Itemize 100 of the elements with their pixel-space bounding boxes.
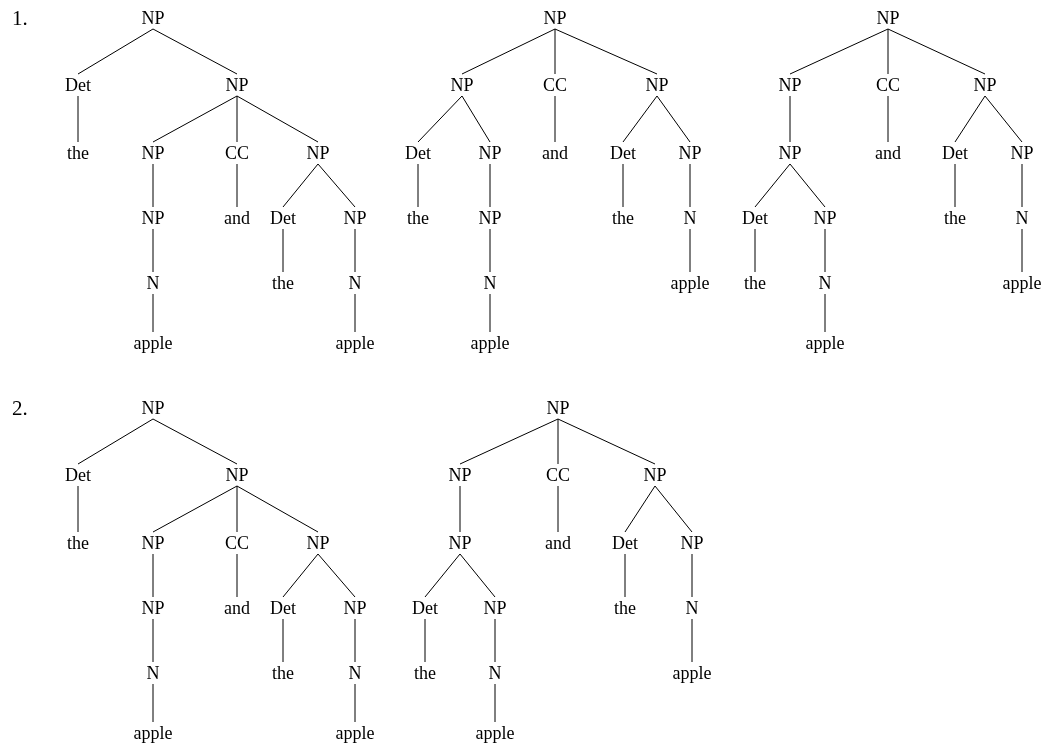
tree-node-label: CC (224, 533, 250, 553)
tree-branch-line (282, 553, 319, 598)
tree-branch-line (282, 163, 319, 208)
tree-branch-line (282, 618, 284, 663)
tree-branch-line (317, 553, 356, 598)
tree-branch-line (1021, 228, 1023, 273)
tree-branch-line (152, 683, 154, 723)
tree-node-label: NP (140, 398, 166, 418)
tree-node-label: CC (542, 75, 568, 95)
tree-node-label: N (1014, 208, 1030, 228)
tree-node-label: NP (1009, 143, 1035, 163)
tree-branch-line (354, 618, 356, 663)
tree-branch-line (282, 228, 284, 273)
tree-branch-line (236, 163, 238, 208)
tree-branch-line (152, 293, 154, 333)
tree-node-label: NP (875, 8, 901, 28)
tree-node-label: Det (64, 75, 92, 95)
tree-branch-line (489, 163, 491, 208)
tree-branch-line (152, 95, 238, 143)
tree-node-label: NP (679, 533, 705, 553)
tree-branch-line (554, 28, 556, 75)
tree-branch-line (789, 163, 826, 208)
tree-node-label: NP (342, 208, 368, 228)
tree-branch-line (554, 95, 556, 143)
tree-branch-line (236, 485, 319, 533)
tree-node-label: Det (404, 143, 432, 163)
tree-branch-line (954, 163, 956, 208)
tree-node-label: NP (477, 208, 503, 228)
tree-node-label: apple (671, 663, 713, 683)
tree-node-label: apple (1001, 273, 1043, 293)
tree-node-label: NP (305, 143, 331, 163)
tree-node-label: Det (269, 598, 297, 618)
tree-branch-line (152, 28, 238, 75)
tree-node-label: NP (482, 598, 508, 618)
tree-node-label: NP (677, 143, 703, 163)
tree-branch-line (489, 293, 491, 333)
tree-node-label: NP (447, 465, 473, 485)
tree-branch-line (984, 95, 1023, 143)
tree-node-label: NP (140, 8, 166, 28)
tree-branch-line (754, 228, 756, 273)
tree-node-label: and (223, 598, 251, 618)
tree-node-label: CC (224, 143, 250, 163)
tree-branch-line (459, 485, 461, 533)
tree-branch-line (887, 28, 986, 75)
tree-node-label: CC (875, 75, 901, 95)
tree-node-label: NP (644, 75, 670, 95)
tree-branch-line (77, 95, 79, 143)
tree-branch-line (354, 293, 356, 333)
example-number: 1. (12, 6, 28, 30)
tree-node-label: NP (642, 465, 668, 485)
tree-node-label: NP (447, 533, 473, 553)
tree-branch-line (887, 95, 889, 143)
tree-branch-line (824, 293, 826, 333)
tree-branch-line (152, 618, 154, 663)
tree-branch-line (354, 228, 356, 273)
tree-node-label: NP (542, 8, 568, 28)
tree-node-label: NP (342, 598, 368, 618)
tree-node-label: apple (132, 333, 174, 353)
tree-node-label: NP (140, 208, 166, 228)
tree-branch-line (317, 163, 356, 208)
example-number: 2. (12, 396, 28, 420)
tree-node-label: Det (64, 465, 92, 485)
tree-branch-line (554, 28, 658, 75)
tree-branch-line (754, 163, 791, 208)
tree-node-label: and (544, 533, 572, 553)
tree-node-label: Det (269, 208, 297, 228)
tree-node-label: Det (941, 143, 969, 163)
tree-node-label: the (413, 663, 437, 683)
tree-branch-line (824, 228, 826, 273)
tree-node-label: the (66, 143, 90, 163)
tree-node-label: NP (972, 75, 998, 95)
tree-node-label: the (611, 208, 635, 228)
tree-node-label: and (223, 208, 251, 228)
tree-branch-line (459, 553, 496, 598)
tree-node-label: the (743, 273, 767, 293)
tree-branch-line (691, 618, 693, 663)
tree-branch-line (656, 95, 691, 143)
tree-node-label: N (684, 598, 700, 618)
tree-node-label: and (541, 143, 569, 163)
tree-node-label: N (817, 273, 833, 293)
tree-branch-line (152, 485, 238, 533)
tree-branch-line (654, 485, 693, 533)
tree-branch-line (461, 28, 556, 75)
tree-node-label: apple (132, 723, 174, 743)
tree-node-label: the (271, 273, 295, 293)
tree-branch-line (622, 95, 658, 143)
tree-branch-line (494, 618, 496, 663)
tree-branch-line (236, 553, 238, 598)
tree-node-label: NP (224, 75, 250, 95)
tree-node-label: NP (305, 533, 331, 553)
tree-node-label: NP (477, 143, 503, 163)
tree-branch-line (77, 418, 154, 465)
tree-branch-line (494, 683, 496, 723)
tree-node-label: N (487, 663, 503, 683)
tree-node-label: N (145, 663, 161, 683)
tree-branch-line (152, 553, 154, 598)
tree-node-label: apple (334, 333, 376, 353)
tree-branch-line (77, 485, 79, 533)
tree-branch-line (417, 163, 419, 208)
tree-branch-line (624, 553, 626, 598)
